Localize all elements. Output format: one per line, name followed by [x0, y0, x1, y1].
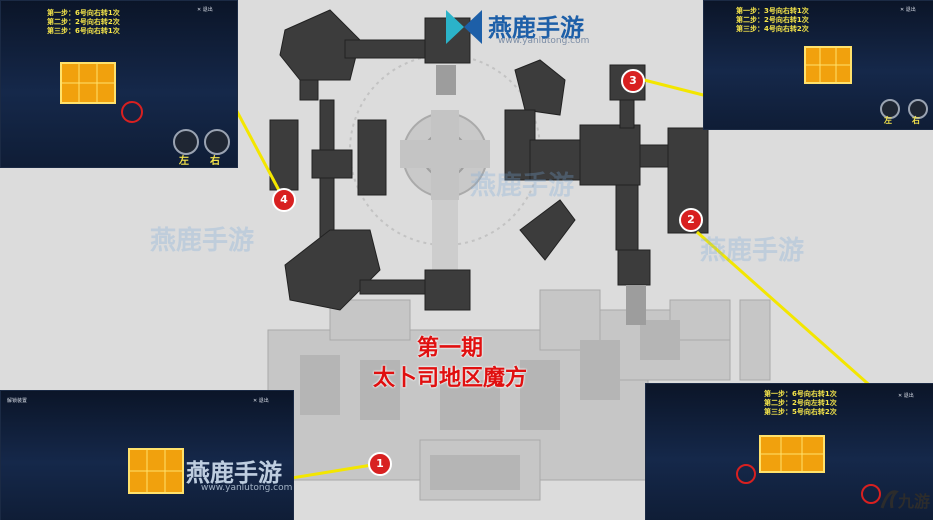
- watermark: 燕鹿手游: [470, 171, 575, 201]
- steps-bottom-right: 第一步：6号向右转1次 第二步：2号向左转1次 第三步：5号向右转2次: [764, 390, 837, 416]
- highlight-circle: [861, 484, 881, 504]
- rotate-right-button[interactable]: [204, 129, 230, 155]
- puzzle-cube-icon: [804, 46, 852, 84]
- jiuyou-logo-icon: [880, 490, 899, 509]
- puzzle-cube-icon: [128, 448, 184, 494]
- inset-screenshot-top-right: ✕ 退出 第一步：3号向右转1次 第二步：2号向右转1次 第三步：4号向右转2次…: [703, 0, 933, 130]
- inset-caption: 解锁装置: [7, 398, 28, 404]
- marker-3: 3: [621, 69, 645, 93]
- inset-screenshot-bottom-left: 解锁装置 ✕ 退出 燕鹿手游 www.yanlutong.com: [0, 390, 294, 520]
- rotate-left-button[interactable]: [173, 129, 199, 155]
- steps-top-left: 第一步：6号向右转1次 第二步：2号向右转2次 第三步：6号向右转1次: [47, 9, 120, 35]
- footer-logo: 九游: [898, 492, 931, 511]
- rotate-left-button[interactable]: [880, 99, 900, 119]
- steps-top-right: 第一步：3号向右转1次 第二步：2号向右转1次 第三步：4号向右转2次: [736, 7, 809, 33]
- puzzle-cube-icon: [759, 435, 825, 473]
- left-label: 左: [884, 116, 892, 125]
- puzzle-cube-icon: [60, 62, 116, 104]
- marker-2: 2: [679, 208, 703, 232]
- watermark: 燕鹿手游: [700, 236, 805, 266]
- left-label: 左: [179, 156, 189, 167]
- brand-url: www.yanlutong.com: [498, 36, 590, 46]
- marker-4: 4: [272, 188, 296, 212]
- highlight-circle: [121, 101, 143, 123]
- watermark: 燕鹿手游: [150, 226, 255, 256]
- exit-button[interactable]: ✕ 退出: [898, 393, 914, 399]
- highlight-circle: [736, 464, 756, 484]
- exit-button[interactable]: ✕ 退出: [900, 7, 916, 13]
- watermark-url: www.yanlutong.com: [201, 483, 293, 493]
- exit-button[interactable]: ✕ 退出: [197, 7, 213, 13]
- marker-1: 1: [368, 452, 392, 476]
- title-line1: 第一期: [416, 336, 483, 361]
- exit-button[interactable]: ✕ 退出: [253, 398, 269, 404]
- watermark: 燕鹿手游: [186, 459, 282, 487]
- rotate-right-button[interactable]: [908, 99, 928, 119]
- brand-logo-icon: [444, 8, 484, 46]
- right-label: 右: [210, 156, 220, 167]
- inset-screenshot-bottom-right: ✕ 退出 第一步：6号向右转1次 第二步：2号向左转1次 第三步：5号向右转2次…: [645, 383, 933, 520]
- right-label: 右: [912, 116, 920, 125]
- inset-screenshot-top-left: ✕ 退出 第一步：6号向右转1次 第二步：2号向右转2次 第三步：6号向右转1次…: [0, 0, 238, 168]
- brand-name: 燕鹿手游: [488, 14, 584, 42]
- title-line2: 太卜司地区魔方: [372, 366, 527, 391]
